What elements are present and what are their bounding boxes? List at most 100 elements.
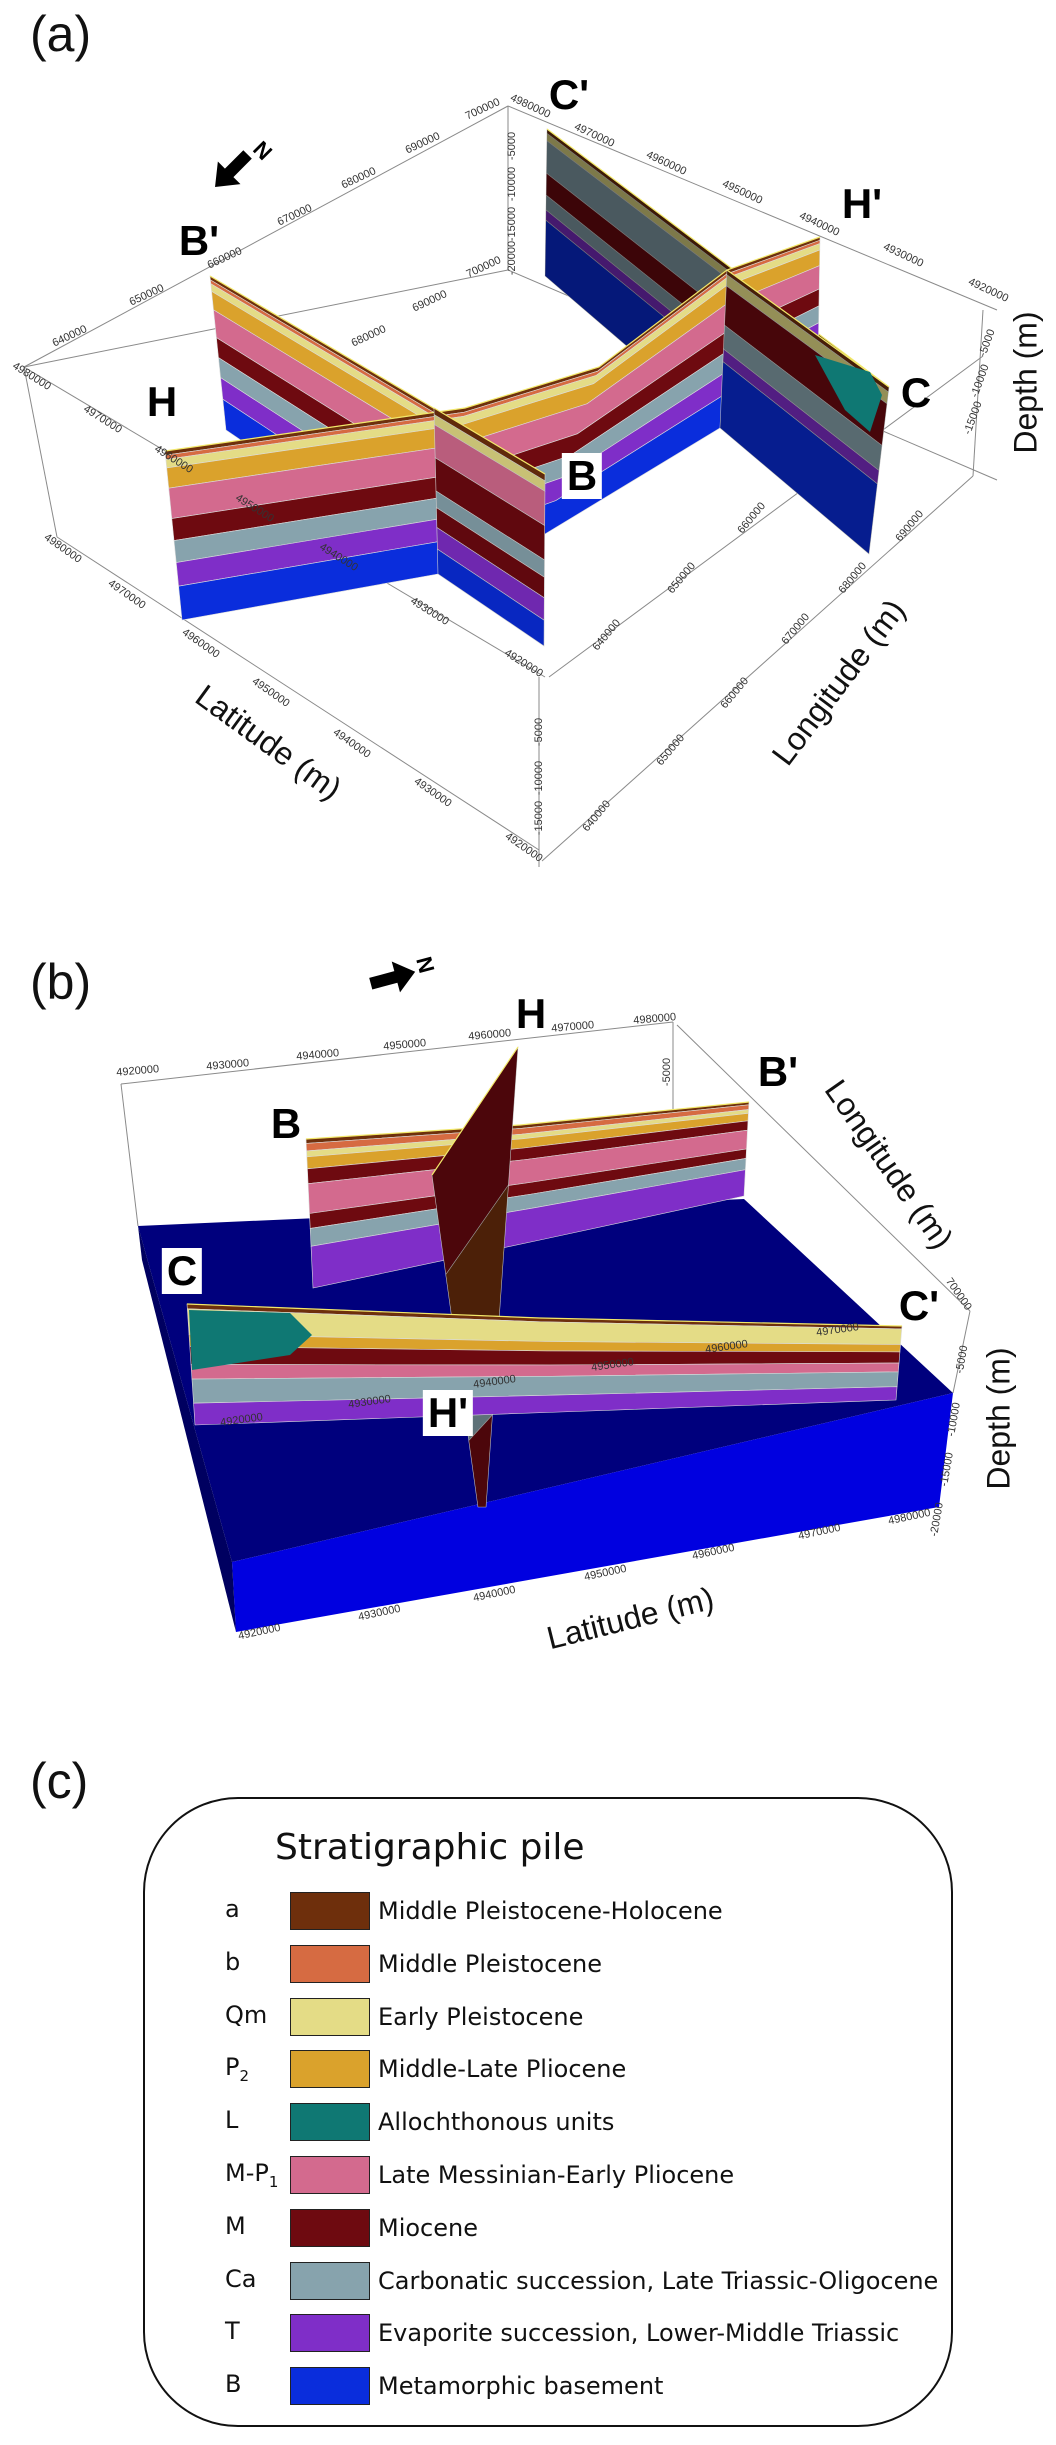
axis-line xyxy=(23,105,509,368)
unit-abbreviation: P2 xyxy=(225,2053,290,2085)
tick-label: 4950000 xyxy=(383,1037,427,1053)
tick-label: 640000 xyxy=(590,617,623,653)
tick-label: -5000 xyxy=(506,132,518,160)
tick-label: 4940000 xyxy=(331,726,373,760)
tick-label: 4920000 xyxy=(116,1063,160,1079)
tick-label: -15000 xyxy=(533,801,545,835)
unit-color-swatch xyxy=(290,2050,370,2089)
block-front-face xyxy=(232,1393,953,1632)
section-label-b-prime: B' xyxy=(757,1048,799,1095)
topography-line xyxy=(433,407,546,475)
topography-line xyxy=(726,269,890,388)
tick-label: -5000 xyxy=(954,1345,971,1375)
panel-label-a: (a) xyxy=(30,6,92,62)
section-label-c-prime: C' xyxy=(548,71,590,118)
tick-label: 4950000 xyxy=(591,1356,635,1374)
axis-title-depth-b: Depth (m) xyxy=(980,1347,1017,1490)
tick-label: -15000 xyxy=(506,207,518,241)
layer-m xyxy=(468,1414,493,1508)
unit-abbreviation: M xyxy=(225,2212,290,2244)
unit-name: Metamorphic basement xyxy=(378,2372,664,2401)
tick-label: -5000 xyxy=(533,718,545,746)
unit-color-swatch xyxy=(290,1892,370,1930)
axis-line xyxy=(56,536,540,851)
unit-code: B xyxy=(225,2370,242,2399)
north-label: N xyxy=(248,136,277,165)
tick-label: 670000 xyxy=(276,202,314,228)
topography-line xyxy=(305,1101,750,1140)
tick-label: 4930000 xyxy=(206,1057,250,1073)
unit-name: Early Pleistocene xyxy=(378,2002,584,2031)
tick-label: 4980000 xyxy=(42,531,84,565)
tick-label: 680000 xyxy=(836,560,869,596)
topography-line xyxy=(164,236,821,452)
tick-label: 4980000 xyxy=(633,1011,677,1027)
tick-label: 690000 xyxy=(411,288,449,314)
unit-color-swatch xyxy=(290,1997,370,2036)
axis-line xyxy=(548,355,984,678)
unit-subscript: 2 xyxy=(239,2067,250,2086)
tick-label: 650000 xyxy=(665,560,698,596)
unit-name: Evaporite succession, Lower-Middle Trias… xyxy=(378,2319,900,2348)
axis-line xyxy=(676,1024,971,1312)
unit-abbreviation: Ca xyxy=(225,2265,290,2297)
layer-l xyxy=(189,1310,312,1370)
tick-label: 4940000 xyxy=(797,210,841,239)
axis-line xyxy=(507,105,998,311)
tick-label: 660000 xyxy=(718,675,751,711)
layer-b xyxy=(437,548,545,647)
wall-shade xyxy=(720,270,889,554)
section-label-c: C xyxy=(161,1248,203,1294)
north-label: N xyxy=(411,954,439,976)
legend-row: Qm Early Pleistocene xyxy=(225,1997,583,2037)
tick-label: 4980000 xyxy=(508,92,552,121)
unit-abbreviation: B xyxy=(225,2370,290,2402)
tick-label: 4970000 xyxy=(551,1019,595,1035)
legend-row: T Evaporite succession, Lower-Middle Tria… xyxy=(225,2313,899,2353)
unit-color-swatch xyxy=(290,2367,370,2406)
unit-code: M xyxy=(225,2211,246,2240)
tick-label: 640000 xyxy=(580,798,613,834)
section-b-b-prime xyxy=(305,1101,750,1289)
unit-color-swatch xyxy=(290,2103,370,2142)
tick-label: -10000 xyxy=(506,167,518,201)
tick-label: 650000 xyxy=(128,282,166,308)
unit-color-swatch xyxy=(290,2156,370,2194)
unit-name: Middle Pleistocene xyxy=(378,1949,603,1978)
tick-label: 4930000 xyxy=(881,241,925,270)
arrow-icon xyxy=(369,961,416,993)
tick-label: 670000 xyxy=(779,611,812,647)
topography-line xyxy=(546,128,890,388)
unit-name: Carbonatic succession, Late Triassic-Oli… xyxy=(378,2266,939,2295)
unit-code: b xyxy=(225,1947,241,1976)
tick-label: 700000 xyxy=(465,254,503,280)
layer-b xyxy=(719,361,878,555)
section-label-c-prime: C' xyxy=(898,1282,940,1329)
tick-label: 4960000 xyxy=(180,626,222,660)
tick-label: 700000 xyxy=(464,96,502,122)
tick-label: 4930000 xyxy=(348,1393,392,1411)
tick-label: -10000 xyxy=(533,761,545,795)
unit-abbreviation: Qm xyxy=(225,2001,290,2033)
tick-label: -20000 xyxy=(928,1502,946,1538)
tick-label: -15000 xyxy=(938,1452,956,1488)
panel-b-axis-frame xyxy=(120,1021,971,1394)
unit-name: Middle Pleistocene-Holocene xyxy=(378,1897,723,1925)
panel-label-b: (b) xyxy=(30,954,92,1010)
tick-label: 4960000 xyxy=(644,149,688,178)
tick-label: 4960000 xyxy=(705,1338,749,1356)
axis-line xyxy=(541,475,974,862)
unit-abbreviation: T xyxy=(225,2317,290,2349)
tick-label: 4950000 xyxy=(250,675,292,709)
panel-b-cross-sections xyxy=(186,1045,903,1508)
unit-abbreviation: b xyxy=(225,1948,290,1980)
unit-abbreviation: a xyxy=(225,1895,290,1927)
unit-code: P xyxy=(225,2053,240,2082)
block-left-face xyxy=(138,1226,236,1632)
tick-label: 4970000 xyxy=(816,1321,860,1339)
tick-label: 650000 xyxy=(654,732,687,768)
